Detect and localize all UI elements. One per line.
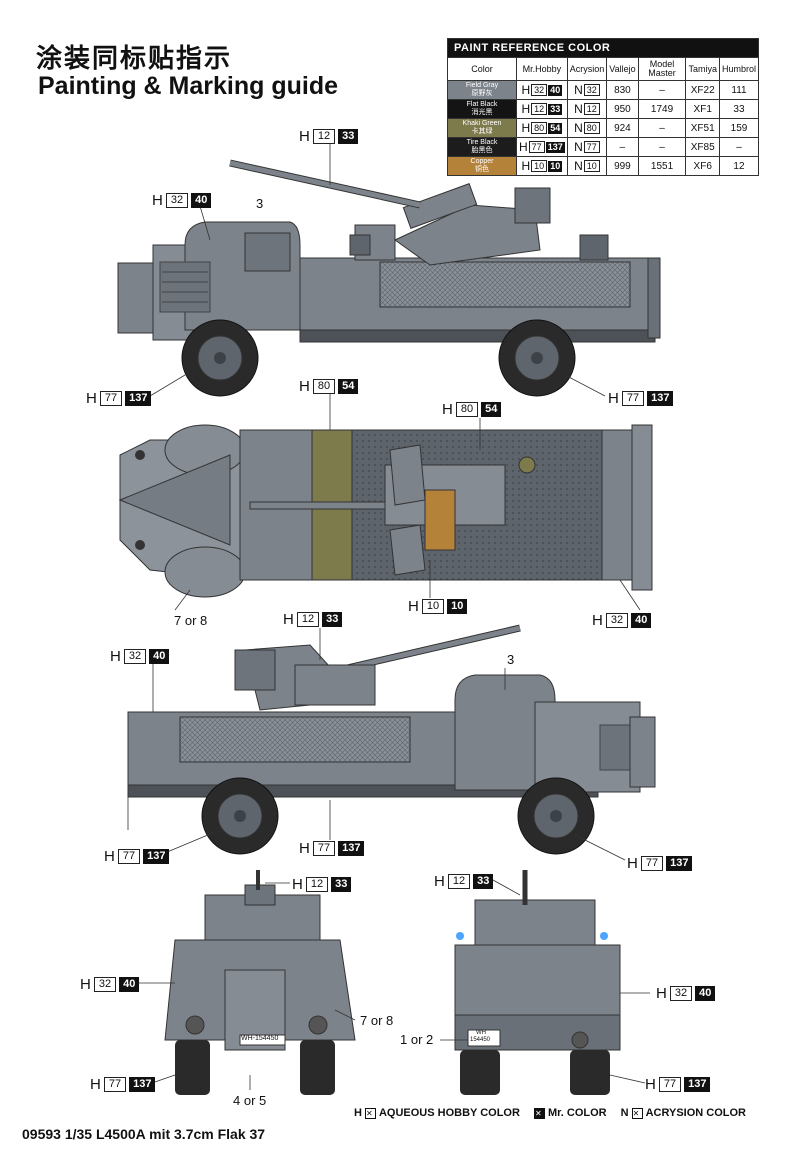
checkbox-icon: ✕ (631, 1107, 643, 1119)
checkbox-filled-icon: ✕ (533, 1107, 545, 1119)
color-name-cn: 胎黑色 (471, 147, 493, 154)
side-view-left (117, 159, 661, 397)
marking-number-7or8-front: 7 or 8 (360, 1013, 394, 1028)
leader-lines (127, 143, 650, 1090)
legend-aqueous: H✕AQUEOUS HOBBY COLOR (354, 1107, 520, 1119)
header-tamiya: Tamiya (685, 57, 720, 81)
top-view (118, 424, 653, 598)
paint-reference-table: PAINT REFERENCE COLOR Color Mr.Hobby Acr… (447, 38, 760, 176)
color-name-en: Copper (470, 158, 494, 165)
marking-number-7or8-top: 7 or 8 (174, 613, 208, 628)
title-chinese: 涂装同标贴指示 (36, 44, 233, 74)
header-humbrol: Humbrol (718, 57, 760, 81)
marking-number-1or2-rear: 1 or 2 (400, 1032, 434, 1047)
color-name-en: Flat Black (466, 101, 498, 108)
front-plate: WH-154450 (241, 1035, 279, 1042)
model-master-cell: 1551 (637, 156, 687, 176)
color-legend: H✕AQUEOUS HOBBY COLOR ✕Mr. COLOR N✕ACRYS… (354, 1107, 746, 1119)
rear-plate-top: WH (476, 1030, 486, 1036)
marking-number-4or5-front: 4 or 5 (233, 1093, 267, 1108)
header-acrysion: Acrysion (566, 57, 608, 81)
vallejo-cell: – (606, 137, 639, 157)
legend-acrysion: N✕ACRYSION COLOR (620, 1107, 746, 1119)
paint-table-header: Color Mr.Hobby Acrysion Vallejo Model Ma… (447, 57, 760, 81)
vallejo-cell: 999 (606, 156, 639, 176)
color-name-en: Field Gray (465, 82, 499, 89)
color-name-cn: 消光黑 (471, 109, 493, 116)
checkbox-icon: ✕ (364, 1107, 376, 1119)
side-view-right (127, 624, 656, 855)
front-view (164, 870, 356, 1095)
color-name-cn: 原野灰 (471, 90, 493, 97)
header-vallejo: Vallejo (606, 57, 639, 81)
marking-number-3-top: 3 (256, 196, 264, 211)
color-name-cn: 铜色 (475, 166, 489, 173)
legend-mr-color: ✕Mr. COLOR (533, 1107, 607, 1119)
header-mrhobby: Mr.Hobby (516, 57, 568, 81)
color-name-en: Tire Black (466, 139, 498, 146)
rear-view (454, 870, 621, 1095)
humbrol-cell: 12 (718, 156, 760, 176)
color-name-en: Khaki Green (462, 120, 502, 127)
title-english: Painting & Marking guide (38, 72, 339, 100)
rear-plate-bottom: 154450 (470, 1037, 491, 1043)
marking-number-3-side: 3 (507, 652, 515, 667)
footer-title: 09593 1/35 L4500A mit 3.7cm Flak 37 (22, 1126, 266, 1142)
color-name-cn: 卡其绿 (471, 128, 493, 135)
header-model-master: Model Master (637, 57, 687, 81)
